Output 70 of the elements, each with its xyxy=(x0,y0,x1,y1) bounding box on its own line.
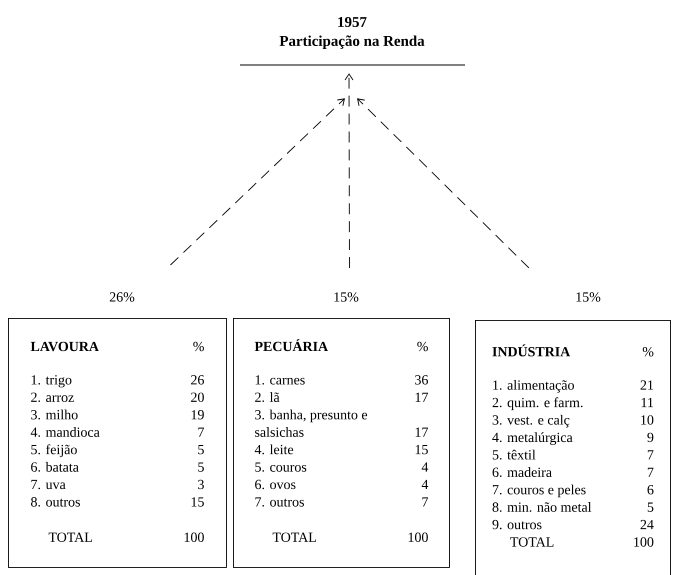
node-label: 5 xyxy=(198,445,204,454)
node-label: % xyxy=(417,342,428,352)
node-label: % xyxy=(193,342,204,352)
node-label: 3 xyxy=(198,480,204,490)
node-label: INDÚSTRIA xyxy=(492,344,570,356)
node-label: 5 xyxy=(648,502,654,512)
node-label: 7. couros e peles xyxy=(492,484,586,498)
node-label: 1. alimentação xyxy=(493,380,574,393)
node-label: 100 xyxy=(634,537,654,547)
node-label: 11 xyxy=(642,398,654,408)
node-label: 24 xyxy=(640,520,654,530)
node-label: LAVOURA xyxy=(30,342,99,352)
node-label: 15 xyxy=(192,497,204,507)
arrow xyxy=(344,73,354,268)
node-label: 5. couros xyxy=(255,462,306,472)
node-label: 7. uva xyxy=(31,480,66,490)
node-label: 7 xyxy=(198,428,204,437)
node-label: 10 xyxy=(641,415,654,425)
node-label: 2. lã xyxy=(255,392,280,402)
node-label: 4 xyxy=(422,480,428,490)
node-label: 6. ovos xyxy=(255,480,296,490)
node-label: 5. têxtil xyxy=(492,450,536,460)
node-label: 20 xyxy=(191,392,204,402)
node-label: 4. mandioca xyxy=(30,427,100,437)
node-label: 15 xyxy=(416,444,428,454)
node-label: 100 xyxy=(408,532,428,542)
node-label: 9. outros xyxy=(492,520,542,530)
table-box: INDÚSTRIA % 1. alimentação 21 2. quim. e farm. 11 3. vest. e calç 10 4. metalúrgica 9 5. têxtil 7 6. madeira 7 7. couros e peles 6 8. min. não metal 5 9. outros 24 TOTAL 100 xyxy=(475,320,671,575)
node-label: 2. quim. e farm. xyxy=(492,397,582,410)
node-label: 7 xyxy=(648,468,654,477)
node-label: PECUÁRIA xyxy=(254,339,328,352)
percent-label: 15% xyxy=(576,292,600,302)
node-label: 4 xyxy=(422,462,428,472)
node-label: TOTAL xyxy=(48,532,92,542)
node-label: 7 xyxy=(422,497,428,506)
node-label: 100 xyxy=(184,532,204,542)
node-label: 6. batata xyxy=(31,462,79,472)
percent-label: 26% xyxy=(110,292,134,302)
node-label: 7. outros xyxy=(255,497,304,507)
node-label: 2. arroz xyxy=(31,392,74,402)
node-label: 17 xyxy=(416,428,428,437)
node-label: 21 xyxy=(640,380,654,390)
node-label: 7 xyxy=(648,450,654,460)
node-label: 4. leite xyxy=(254,444,294,454)
node-label: TOTAL xyxy=(510,537,554,547)
node-label: 9 xyxy=(647,432,654,442)
node-label: 8. outros xyxy=(31,497,80,507)
table-box: PECUÁRIA % 1. carnes 36 2. lã 17 3. banha, presunto e salsichas 17 4. leite 15 5. couros 4 6. ovos 4 7. outros 7 TOTAL 100 xyxy=(233,318,450,568)
node-label: 1. carnes xyxy=(256,375,305,385)
node-label: % xyxy=(642,347,654,356)
node-label: 3. vest. e calç xyxy=(492,414,570,428)
table-box: LAVOURA % 1. trigo 26 2. arroz 20 3. milho 19 4. mandioca 7 5. feijão 5 6. batata 5 7. uva 3 8. outros 15 TOTAL 100 xyxy=(8,318,227,568)
arrow xyxy=(357,98,530,268)
node-label: 5. feijão xyxy=(31,444,77,458)
node-label: TOTAL xyxy=(272,532,316,542)
node-label: 36 xyxy=(415,375,428,385)
node-label: 19 xyxy=(192,410,204,420)
node-label: 5 xyxy=(198,462,204,472)
node-label: 3. milho xyxy=(31,410,78,420)
node-label: 1. trigo xyxy=(32,375,72,388)
node-label: 17 xyxy=(416,392,428,402)
node-label: 4. metalúrgica xyxy=(492,432,573,445)
node-label: 3. banha, presunto e salsichas xyxy=(255,410,368,437)
node-label: 8. min. não metal xyxy=(492,502,592,512)
node-label: 26 xyxy=(191,375,204,385)
title: 1957 Participação na Renda xyxy=(280,17,424,49)
node-label: 6 xyxy=(648,485,654,494)
percent-label: 15% xyxy=(334,292,358,302)
node-label: 6. madeira xyxy=(492,467,552,478)
arrow xyxy=(170,98,345,266)
